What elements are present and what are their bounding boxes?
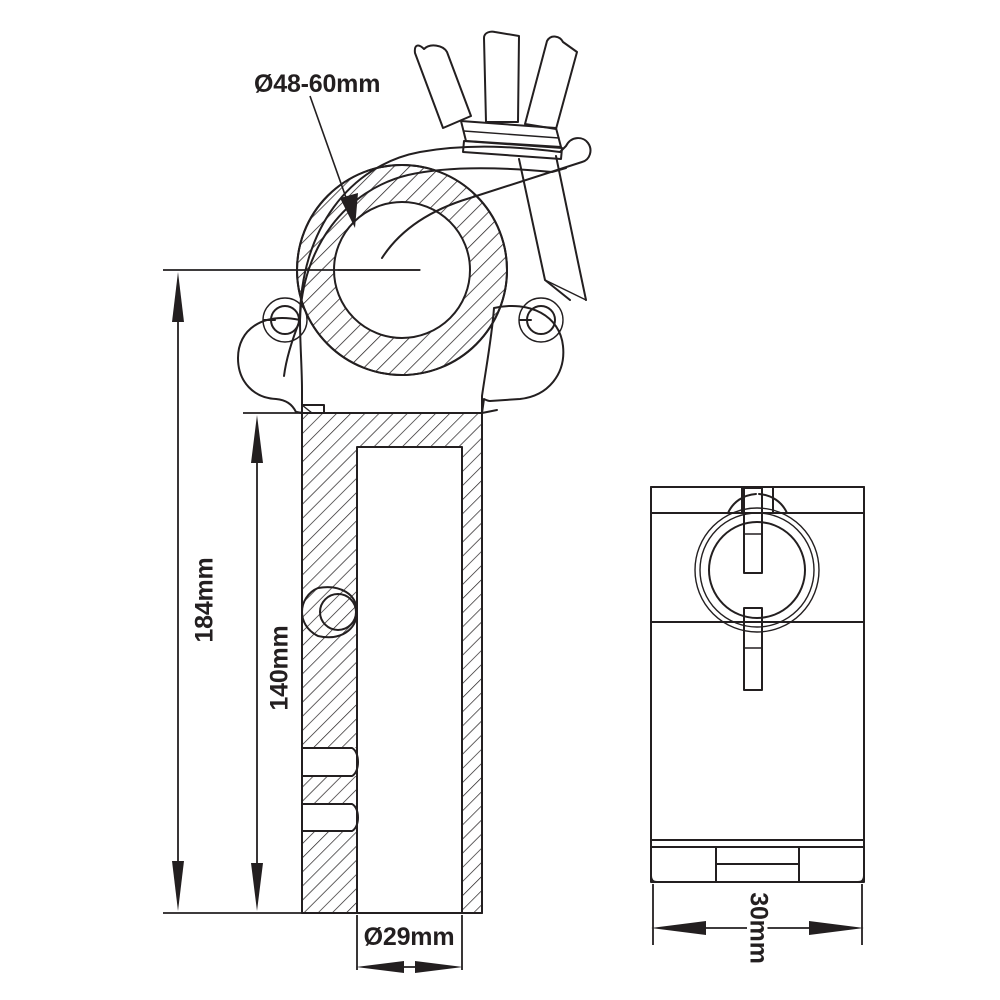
side-top-notch-right	[772, 486, 865, 514]
tube-boss	[301, 586, 358, 639]
front-section-view	[237, 30, 592, 925]
callout-bore-diameter: Ø48-60mm	[254, 70, 380, 228]
dimension-label-29mm: Ø29mm	[364, 923, 455, 951]
spigot-tube	[295, 404, 495, 925]
side-view: 30mm	[650, 486, 865, 967]
dimension-group-front: 184mm 140mm Ø29mm	[163, 269, 463, 973]
dimension-label-30mm: 30mm	[744, 892, 772, 963]
leader-line-bore	[309, 95, 350, 207]
base-feet	[650, 846, 865, 883]
side-top-notch-left	[650, 486, 743, 514]
leader-arrowhead-bore	[340, 193, 358, 228]
dimension-label-140mm: 140mm	[266, 625, 294, 710]
bolt-circle	[694, 507, 820, 633]
dimension-184mm: 184mm	[172, 272, 219, 911]
right-lug	[481, 297, 565, 414]
left-lug	[237, 297, 308, 414]
dimension-label-184mm: 184mm	[191, 557, 219, 642]
dimension-30mm: 30mm	[651, 884, 864, 967]
dimension-29mm: Ø29mm	[356, 915, 463, 973]
dimension-label-bore: Ø48-60mm	[254, 70, 380, 98]
tube-slot-upper	[301, 747, 359, 777]
bolt-stem	[743, 487, 763, 691]
dimension-140mm: 140mm	[251, 415, 294, 911]
tube-slot-lower	[301, 803, 359, 832]
clamp-ring	[280, 148, 530, 398]
